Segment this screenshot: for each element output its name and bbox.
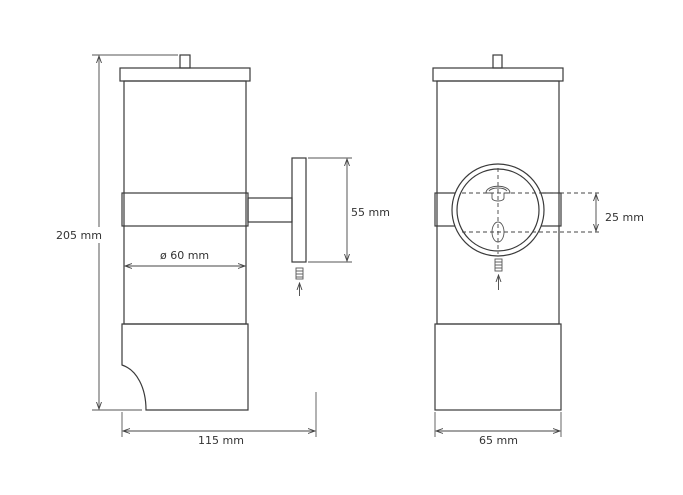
keyhole-slot-icon <box>485 185 511 202</box>
side-arm <box>247 197 293 223</box>
side-holder <box>121 323 249 411</box>
front-view: 25 mm 65 mm <box>432 54 644 447</box>
dim-diameter-label: ø 60 mm <box>160 249 209 262</box>
dim-width-side-label: 115 mm <box>198 434 244 447</box>
front-holder <box>434 323 562 411</box>
side-wall-flange <box>291 157 307 263</box>
front-knob <box>492 54 503 69</box>
side-view: 205 mm ø 60 mm 55 mm 115 mm <box>56 54 390 447</box>
dim-hole-spacing-label: 25 mm <box>605 211 644 224</box>
dim-width-front-label: 65 mm <box>479 434 518 447</box>
side-lid <box>119 67 251 82</box>
front-screw-icon <box>494 258 503 272</box>
side-knob <box>179 54 191 69</box>
dim-flange-label: 55 mm <box>351 206 390 219</box>
side-screw-icon <box>295 267 304 280</box>
side-band <box>121 192 249 227</box>
dim-height-label: 205 mm <box>56 229 102 242</box>
side-glass-body <box>123 80 247 325</box>
front-lid <box>432 67 564 82</box>
